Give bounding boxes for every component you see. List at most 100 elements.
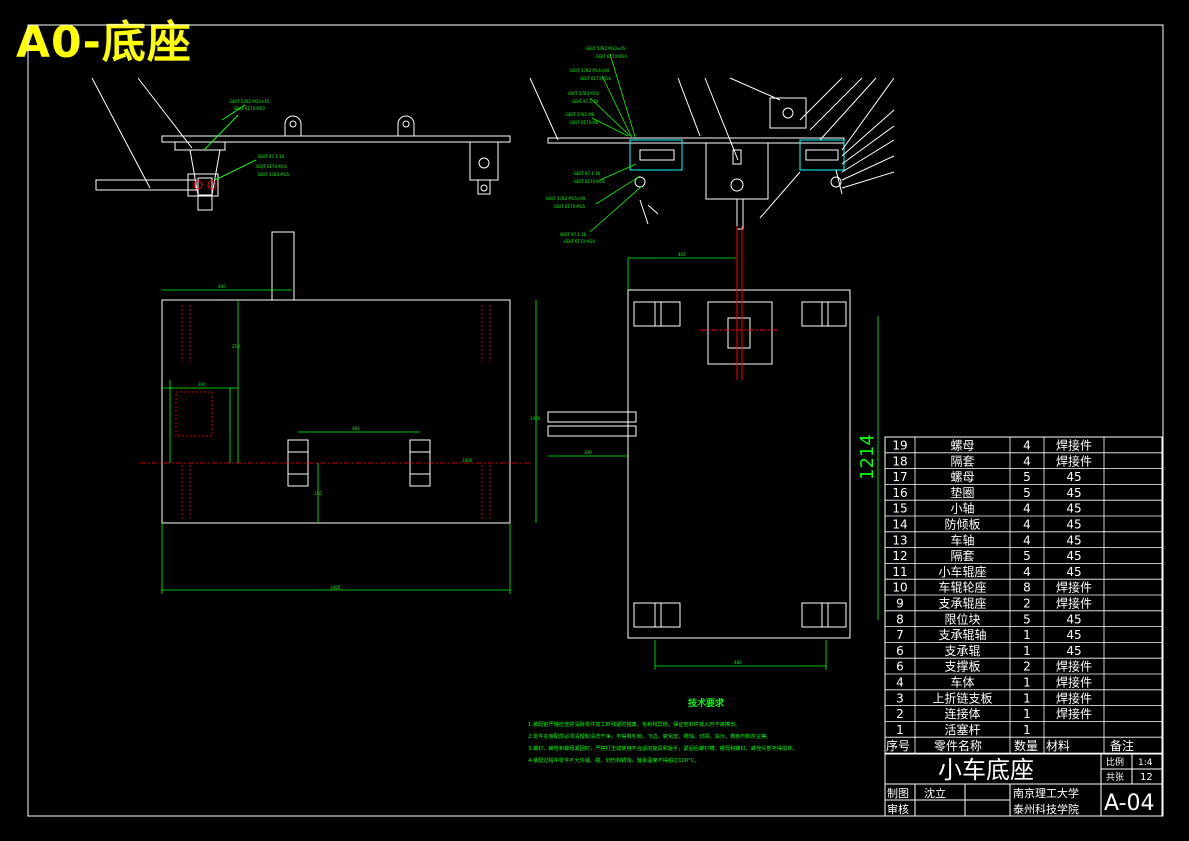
bom-row-13-qty: 1	[1023, 628, 1031, 642]
bom-row-4-mat: 45	[1066, 486, 1081, 500]
bom-row-2-no: 18	[892, 454, 907, 468]
bom-row-18-no: 2	[896, 707, 904, 721]
bom-row-4-qty: 5	[1023, 486, 1031, 500]
bom-row-3-mat: 45	[1066, 470, 1081, 484]
bom-row-19-no: 1	[896, 723, 904, 737]
scale-value: 1:4	[1138, 758, 1153, 768]
svg-text:1400: 1400	[462, 458, 473, 463]
bom-row-14-mat: 45	[1066, 644, 1081, 658]
bom-row-15-qty: 2	[1023, 660, 1031, 674]
bom-row-14-name: 支承辊	[944, 644, 980, 658]
bom-row-12-no: 8	[896, 612, 904, 626]
side-view-right	[529, 77, 895, 230]
bom-row-18-qty: 1	[1023, 707, 1031, 721]
svg-text:GB/T 6170 M16: GB/T 6170 M16	[256, 164, 287, 169]
bom-row-4-no: 16	[892, 486, 907, 500]
plan-view-left-holes	[140, 305, 530, 518]
svg-text:GB/T 5782 M10×45: GB/T 5782 M10×45	[586, 46, 626, 51]
svg-text:GB/T 97.1 16: GB/T 97.1 16	[560, 232, 587, 237]
bom-row-2-mat: 焊接件	[1056, 453, 1092, 468]
svg-text:250: 250	[232, 344, 240, 349]
bom-header-qty: 数量	[1014, 738, 1038, 753]
bom-row-7-mat: 45	[1066, 533, 1081, 547]
side-view-left-labels: GB/T 5782 M10×45 GB/T 6170 M10 GB/T 97.1…	[230, 99, 289, 177]
plan-view-left-dim-text: 400 250 300 480 150 1400 1400 1400	[198, 284, 541, 590]
bom-row-8-no: 12	[892, 549, 907, 563]
bom-header-row: 序号 零件名称 数量 材料 备注	[886, 738, 1134, 753]
bom-row-6-no: 14	[892, 518, 907, 532]
sheets-value: 12	[1140, 772, 1153, 783]
bom-header-name: 零件名称	[934, 738, 982, 753]
tech-title: 技术要求	[688, 697, 725, 709]
bom-row-17-name: 上折链支板	[932, 690, 992, 705]
tech-line-4: 4.装配过程中零件不允许磕、碰、划伤和锈蚀，轴承温度不得超过100°C。	[528, 756, 700, 764]
svg-text:GB/T 5782 M8: GB/T 5782 M8	[566, 112, 595, 117]
bom-header-no: 序号	[886, 738, 910, 753]
svg-text:GB/T 6170 M16: GB/T 6170 M16	[580, 76, 611, 81]
bom-row-16-mat: 焊接件	[1056, 675, 1092, 690]
bom-row-7-qty: 4	[1023, 533, 1031, 547]
drawing-border	[27, 24, 1164, 817]
bom-row-10-no: 10	[892, 581, 907, 595]
plan-view-right	[547, 289, 851, 639]
bom-row-11-no: 9	[896, 597, 904, 611]
svg-text:GB/T 97.1 10: GB/T 97.1 10	[572, 99, 599, 104]
technical-requirements: 技术要求 1.装配前严格检查并清除零件加工时残留的锐角、毛刺和异物，保证密封件装…	[528, 697, 798, 764]
bom-row-9-qty: 4	[1023, 565, 1031, 579]
bom-row-19-qty: 1	[1023, 723, 1031, 737]
bom-row-9-no: 11	[892, 565, 907, 579]
bom-row-13-name: 支承辊轴	[938, 627, 986, 642]
svg-text:1400: 1400	[530, 416, 541, 421]
bom-row-15-name: 支撑板	[944, 659, 980, 674]
bom-row-11-qty: 2	[1023, 597, 1031, 611]
dimension-1214: 1214	[857, 434, 878, 480]
svg-text:GB/T 5782 M16×90: GB/T 5782 M16×90	[546, 196, 586, 201]
svg-text:400: 400	[218, 284, 226, 289]
bom-row-12-qty: 5	[1023, 612, 1031, 626]
bom-row-15-no: 6	[896, 660, 904, 674]
bom-row-8-mat: 45	[1066, 549, 1081, 563]
drawing-name: 小车底座	[938, 756, 1034, 784]
bom-row-10-qty: 8	[1023, 581, 1031, 595]
svg-text:150: 150	[314, 491, 322, 496]
svg-text:480: 480	[734, 660, 742, 665]
bom-row-6-qty: 4	[1023, 518, 1031, 532]
svg-text:300: 300	[584, 450, 592, 455]
svg-text:GB/T 6170 M16: GB/T 6170 M16	[574, 179, 605, 184]
bom-row-6-name: 防倾板	[944, 517, 980, 532]
side-view-right-labels: GB/T 5782 M10×45 GB/T 6170 M10 GB/T 5782…	[546, 46, 627, 244]
svg-text:GB/T 5782 M10×45: GB/T 5782 M10×45	[230, 99, 270, 104]
svg-text:GB/T 6170 M16: GB/T 6170 M16	[554, 204, 585, 209]
bom-row-12-name: 限位块	[944, 611, 980, 626]
title-block	[884, 753, 1163, 817]
bom-row-9-mat: 45	[1066, 565, 1081, 579]
bom-row-3-qty: 5	[1023, 470, 1031, 484]
bom-row-13-no: 7	[896, 628, 904, 642]
svg-text:GB/T 6170 M16: GB/T 6170 M16	[564, 239, 595, 244]
bom-row-8-name: 隔套	[950, 549, 974, 563]
plan-view-right-dim-text: 400 300 480	[584, 252, 742, 665]
drawn-label: 制图	[887, 787, 909, 800]
tech-line-2: 2.零件在装配前必须清理和清洗干净，不得有毛刺、飞边、氧化皮、锈蚀、切屑、油污、…	[528, 732, 772, 740]
bom-row-1-no: 19	[892, 439, 907, 453]
bom-row-14-no: 6	[896, 644, 904, 658]
drawing-badge: A0-底座	[16, 17, 192, 68]
drawn-by: 沈立	[924, 786, 946, 800]
svg-text:GB/T 5782 M16×60: GB/T 5782 M16×60	[570, 68, 610, 73]
bom-row-17-mat: 焊接件	[1056, 690, 1092, 705]
bom-row-18-mat: 焊接件	[1056, 706, 1092, 721]
check-label: 审核	[887, 802, 909, 816]
bom-row-5-qty: 4	[1023, 502, 1031, 516]
drawing-number: A-04	[1104, 791, 1155, 816]
bom-row-2-name: 隔套	[950, 454, 974, 468]
bom-row-9-name: 小车辊座	[938, 564, 986, 579]
bom-header-note: 备注	[1110, 738, 1134, 753]
bom-row-7-no: 13	[892, 533, 907, 547]
title-block-text: 小车底座 比例 1:4 共张 12 制图 沈立 审核 南京理工大学 泰州科技学院…	[887, 756, 1155, 816]
svg-text:1400: 1400	[330, 585, 341, 590]
bom-row-14-qty: 1	[1023, 644, 1031, 658]
tech-line-3: 3.螺钉、螺栓和螺母紧固时，严禁打击或使用不合适的旋具和扳手，紧固后螺钉槽、螺母…	[528, 744, 798, 752]
bom-row-11-mat: 焊接件	[1056, 596, 1092, 611]
bom-row-6-mat: 45	[1066, 518, 1081, 532]
